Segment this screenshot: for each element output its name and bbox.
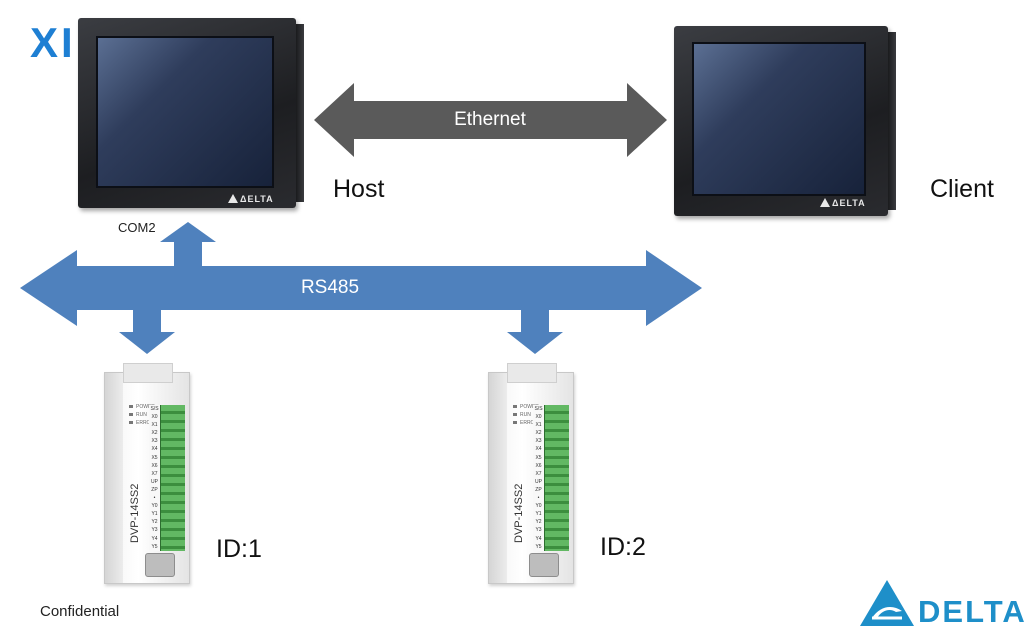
- plc-side-panel: [489, 373, 507, 583]
- host-hmi-bezel-side: [296, 24, 304, 202]
- terminal-label: UP: [535, 478, 542, 485]
- terminal-label: X7: [535, 470, 542, 477]
- plc-terminal-block: [160, 405, 185, 551]
- terminal-label: X2: [151, 430, 158, 437]
- plc-comm-port: [529, 553, 559, 577]
- plc-terminal-block: [544, 405, 569, 551]
- plc-top-cover: [123, 363, 173, 383]
- terminal-label: Y2: [535, 519, 542, 526]
- terminal-label: •: [537, 495, 540, 502]
- delta-triangle-icon: [228, 194, 238, 203]
- host-hmi-panel: ΔELTA: [78, 18, 304, 208]
- terminal-label: Y3: [151, 527, 158, 534]
- plc-led-label: RUN: [513, 411, 539, 419]
- plc-module-1: POWER RUN ERROR DVP-14SS2 S/S X0 X1 X2 X…: [104, 363, 190, 584]
- plc-led-group: POWER RUN ERROR: [129, 403, 155, 427]
- terminal-label: X0: [151, 414, 158, 421]
- terminal-label: Y1: [535, 511, 542, 518]
- plc-top-cover: [507, 363, 557, 383]
- plc-led-label: POWER: [513, 403, 539, 411]
- delta-logo: DELTA: [858, 578, 1028, 628]
- terminal-label: X2: [535, 430, 542, 437]
- terminal-label: X4: [535, 446, 542, 453]
- plc-led-label: ERROR: [513, 419, 539, 427]
- id2-label: ID:2: [600, 533, 646, 561]
- terminal-label: S/S: [150, 406, 159, 412]
- terminal-label: X7: [151, 470, 158, 477]
- rs485-arrow: [20, 222, 702, 354]
- terminal-label: ZP: [151, 486, 158, 493]
- client-hmi-screen: [692, 42, 866, 196]
- plc-terminal-labels: S/S X0 X1 X2 X3 X4 X5 X6 X7 UP ZP • Y0 Y…: [533, 405, 544, 551]
- id1-label: ID:1: [216, 535, 262, 563]
- host-hmi-brand: ΔELTA: [228, 194, 274, 204]
- plc-module-2: POWER RUN ERROR DVP-14SS2 S/S X0 X1 X2 X…: [488, 363, 574, 584]
- delta-triangle-icon: [820, 198, 830, 207]
- ethernet-label: Ethernet: [454, 109, 526, 130]
- terminal-label: Y4: [535, 535, 542, 542]
- terminal-label: X3: [151, 438, 158, 445]
- terminal-label: •: [153, 495, 156, 502]
- terminal-label: UP: [151, 478, 158, 485]
- terminal-label: Y0: [535, 503, 542, 510]
- plc-comm-port: [145, 553, 175, 577]
- terminal-label: Y0: [151, 503, 158, 510]
- plc-terminal-labels: S/S X0 X1 X2 X3 X4 X5 X6 X7 UP ZP • Y0 Y…: [149, 405, 160, 551]
- terminal-label: Y3: [535, 527, 542, 534]
- terminal-label: S/S: [534, 406, 543, 412]
- terminal-label: X0: [535, 414, 542, 421]
- terminal-label: Y1: [151, 511, 158, 518]
- delta-logo-icon: [860, 580, 914, 626]
- terminal-label: X5: [151, 454, 158, 461]
- terminal-label: X3: [535, 438, 542, 445]
- host-label: Host: [333, 175, 385, 203]
- client-hmi-bezel-side: [888, 32, 896, 210]
- host-hmi-screen: [96, 36, 274, 188]
- terminal-label: Y2: [151, 519, 158, 526]
- plc-model-text: DVP-14SS2: [513, 483, 525, 543]
- terminal-label: Y4: [151, 535, 158, 542]
- delta-logo-text: DELTA: [918, 594, 1027, 629]
- plc-led-label: POWER: [129, 403, 155, 411]
- terminal-label: X1: [535, 422, 542, 429]
- terminal-label: X6: [151, 462, 158, 469]
- ethernet-arrow: [314, 83, 667, 157]
- confidential-label: Confidential: [40, 603, 120, 620]
- rs485-label: RS485: [300, 277, 360, 298]
- client-label: Client: [930, 175, 994, 203]
- com-port-label: COM2: [118, 220, 156, 235]
- plc-model-text: DVP-14SS2: [129, 483, 141, 543]
- terminal-label: X1: [151, 422, 158, 429]
- terminal-label: Y5: [151, 543, 158, 550]
- client-hmi-panel: ΔELTA: [674, 26, 896, 216]
- terminal-label: Y5: [535, 543, 542, 550]
- terminal-label: X5: [535, 454, 542, 461]
- plc-led-label: RUN: [129, 411, 155, 419]
- terminal-label: X4: [151, 446, 158, 453]
- client-hmi-brand: ΔELTA: [820, 198, 866, 208]
- plc-side-panel: [105, 373, 123, 583]
- plc-led-group: POWER RUN ERROR: [513, 403, 539, 427]
- plc-led-label: ERROR: [129, 419, 155, 427]
- terminal-label: ZP: [535, 486, 542, 493]
- terminal-label: X6: [535, 462, 542, 469]
